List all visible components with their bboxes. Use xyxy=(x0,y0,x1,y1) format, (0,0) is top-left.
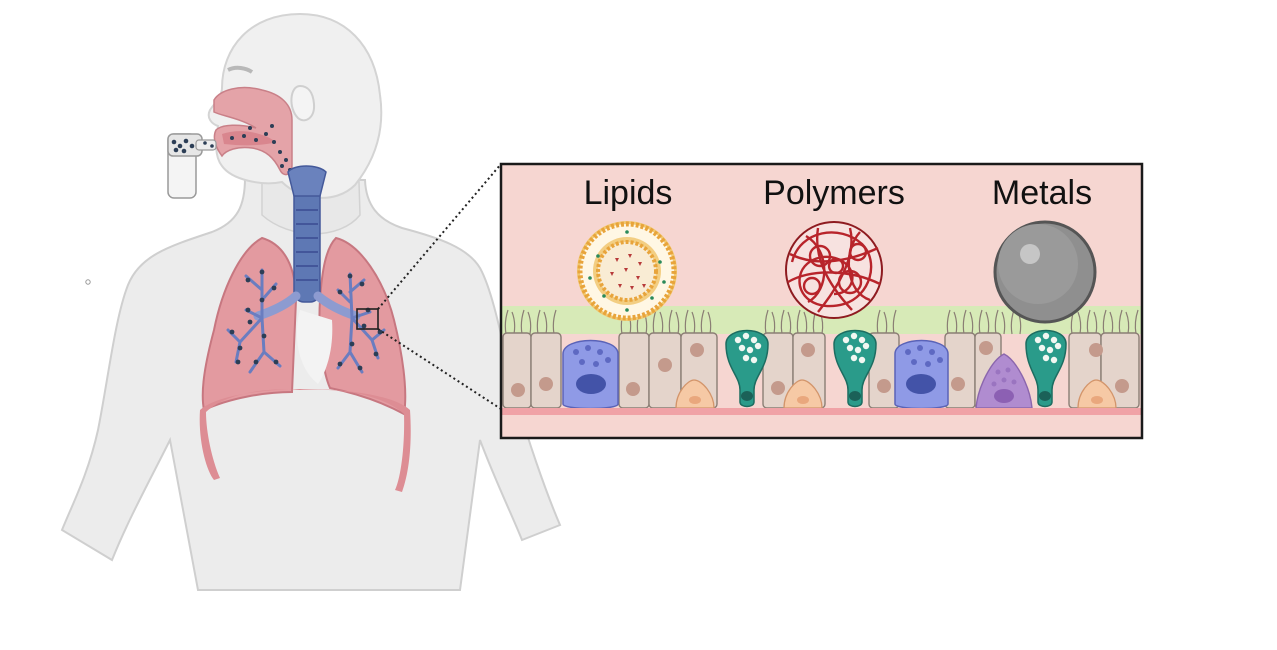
ear xyxy=(290,84,316,122)
liposome-nanoparticle xyxy=(577,221,677,321)
left-bronchial-tree xyxy=(226,268,282,374)
goblet-cells xyxy=(725,329,1067,408)
diaphragm xyxy=(199,389,411,492)
right-bronchial-tree xyxy=(336,272,386,374)
eye-mark xyxy=(227,65,254,74)
inhaled-particles xyxy=(171,124,292,172)
tongue xyxy=(222,131,276,146)
human-torso-figure xyxy=(60,12,562,591)
club-cells xyxy=(562,339,949,410)
lung-particle-deposits xyxy=(229,269,383,371)
lipids-label: Lipids xyxy=(584,174,673,212)
metal-nanoparticle xyxy=(993,220,1097,324)
polymer-nanoparticle xyxy=(785,221,883,319)
metals-label: Metals xyxy=(992,174,1092,212)
zoom-region-marker xyxy=(356,308,379,330)
torso-silhouette xyxy=(60,176,562,591)
airway-epithelium-inset: Lipids Polymers Metals xyxy=(499,162,1144,440)
small-dot-marker xyxy=(85,279,91,285)
polymers-label: Polymers xyxy=(763,174,905,212)
zoom-connector-top xyxy=(377,163,502,310)
mediastinum xyxy=(296,310,333,384)
nasal-oral-cavity xyxy=(213,86,293,176)
trachea xyxy=(253,165,361,321)
inset-frame xyxy=(499,162,1144,440)
neuroendocrine-cell xyxy=(975,353,1033,409)
basement-membrane xyxy=(502,408,1141,415)
basal-cells xyxy=(675,379,1117,409)
cilia xyxy=(504,309,1139,335)
cell-nuclei xyxy=(511,341,1129,397)
